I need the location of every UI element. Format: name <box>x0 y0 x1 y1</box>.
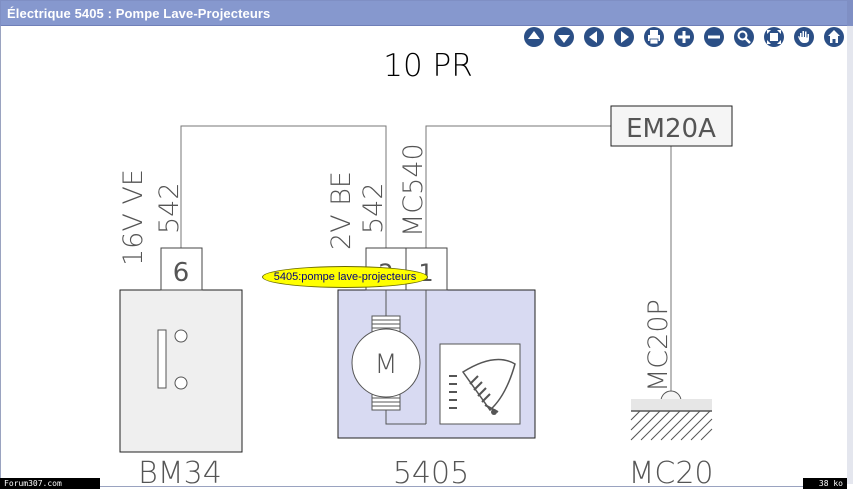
print-icon <box>644 27 664 47</box>
title-bar: Électrique 5405 : Pompe Lave-Projecteurs <box>0 0 853 26</box>
up-icon <box>524 27 544 47</box>
ground-wire-label: MC20P <box>643 299 674 392</box>
headlamp-washer-icon <box>439 343 521 425</box>
magnifier-button[interactable] <box>731 25 757 49</box>
home-button[interactable] <box>821 25 847 49</box>
zoom-out-icon <box>704 27 724 47</box>
contact-bottom <box>174 376 188 390</box>
footer-divider <box>100 486 803 487</box>
next-icon <box>614 27 634 47</box>
component-bm34[interactable] <box>119 289 243 453</box>
component-mc20-label: MC20 <box>628 456 713 489</box>
contact-top <box>174 329 188 343</box>
next-button[interactable] <box>611 25 637 49</box>
home-icon <box>824 27 844 47</box>
pin-box-bm34 <box>160 247 203 291</box>
diagram-heading: 10 PR <box>383 48 473 84</box>
toolbar <box>521 25 847 49</box>
component-tooltip: 5405:pompe lave-projecteurs <box>262 266 428 288</box>
right-scroll-strip <box>847 26 853 484</box>
down-button[interactable] <box>551 25 577 49</box>
component-5405-label: 5405 <box>393 456 469 489</box>
connector-em20a-box <box>610 105 733 147</box>
internal-wiring <box>385 290 427 425</box>
wire-left-number: 542 <box>154 182 185 234</box>
footer-site-label: Forum307.com <box>0 478 100 489</box>
magnifier-icon <box>734 27 754 47</box>
zoom-in-button[interactable] <box>671 25 697 49</box>
wire-mid-label: 2V BE <box>326 171 357 250</box>
connector-em20a-label: EM20A <box>626 114 716 144</box>
down-icon <box>554 27 574 47</box>
wire-left-label: 16V VE <box>118 169 149 266</box>
print-button[interactable] <box>641 25 667 49</box>
up-button[interactable] <box>521 25 547 49</box>
footer-size-label: 38 ko <box>803 478 847 489</box>
pan-hand-button[interactable] <box>791 25 817 49</box>
motor-letter: M <box>374 349 397 380</box>
fit-window-icon <box>764 27 784 47</box>
title-bar-inner: Électrique 5405 : Pompe Lave-Projecteurs <box>1 1 847 26</box>
ground-hatching <box>630 410 713 441</box>
wire-mid-number: 542 <box>358 182 389 234</box>
wire-mid-code: MC540 <box>398 143 429 237</box>
ground-plate <box>631 399 712 411</box>
component-bm34-label: BM34 <box>138 456 222 489</box>
zoom-out-button[interactable] <box>701 25 727 49</box>
motor-icon: M <box>351 315 421 411</box>
previous-button[interactable] <box>581 25 607 49</box>
pan-hand-icon <box>794 27 814 47</box>
zoom-in-icon <box>674 27 694 47</box>
previous-icon <box>584 27 604 47</box>
fuse-element <box>157 329 167 389</box>
fit-window-button[interactable] <box>761 25 787 49</box>
pin-bm34-label: 6 <box>173 258 190 288</box>
window-title: Électrique 5405 : Pompe Lave-Projecteurs <box>7 6 271 21</box>
